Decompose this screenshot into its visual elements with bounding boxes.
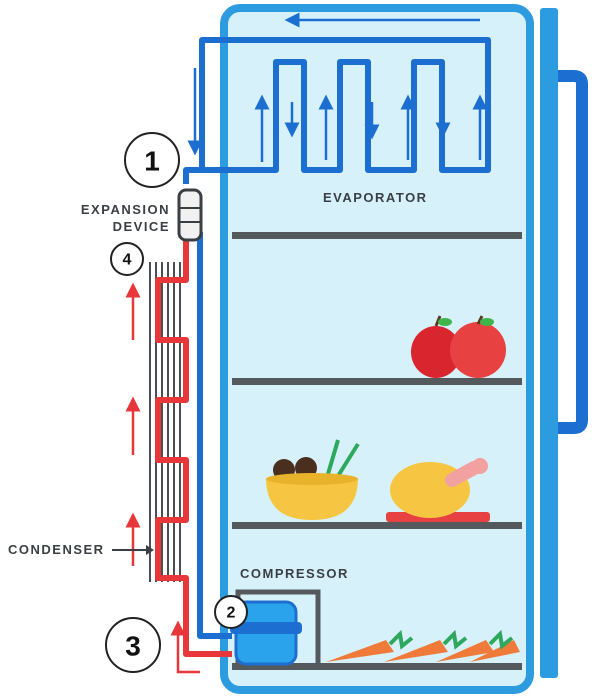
door-handle bbox=[558, 70, 588, 434]
step-4-number: 4 bbox=[123, 252, 132, 269]
fridge-door bbox=[540, 8, 558, 678]
step-1-circle bbox=[124, 132, 180, 188]
condenser-fins bbox=[149, 262, 181, 582]
step-3-number: 3 bbox=[125, 631, 141, 662]
step-1-number: 1 bbox=[144, 146, 160, 177]
evaporator-coil bbox=[183, 37, 491, 184]
step-2-number: 2 bbox=[227, 605, 236, 622]
expansion-label-line2: DEVICE bbox=[113, 219, 170, 234]
flow-arrow-red-bottom bbox=[170, 620, 200, 674]
shelf-2 bbox=[232, 378, 522, 385]
suction-line bbox=[197, 232, 232, 639]
bowl-illustration bbox=[266, 439, 360, 520]
evaporator-label: EVAPORATOR bbox=[323, 190, 428, 205]
step-3-circle bbox=[105, 617, 161, 673]
shelf-3 bbox=[232, 522, 522, 529]
expansion-device bbox=[177, 188, 203, 242]
shelf-1 bbox=[232, 232, 522, 239]
expansion-label-line1: EXPANSION bbox=[81, 202, 170, 217]
compressor-label: COMPRESSOR bbox=[240, 566, 349, 581]
step-4-circle bbox=[110, 242, 144, 276]
step-2-circle bbox=[214, 595, 248, 629]
condenser-label: CONDENSER bbox=[8, 542, 105, 557]
shelf-4 bbox=[232, 663, 522, 670]
condenser-coil bbox=[155, 234, 232, 657]
carrots-illustration bbox=[326, 629, 520, 662]
apples-illustration bbox=[411, 315, 506, 378]
chicken-illustration bbox=[386, 458, 490, 522]
